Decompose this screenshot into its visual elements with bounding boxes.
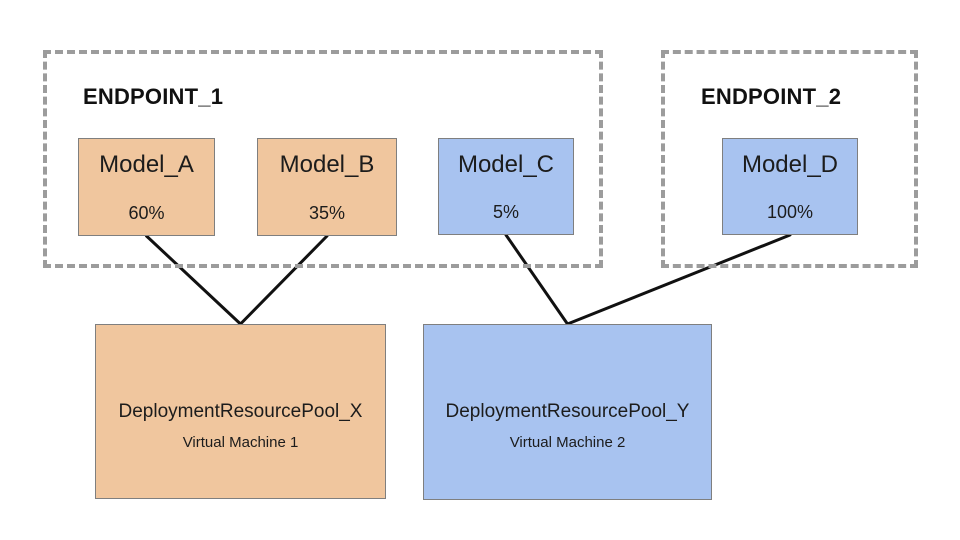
model-a-label: Model_A [99,151,194,178]
model-d-node: Model_D 100% [722,138,858,235]
pool-y-label: DeploymentResourcePool_Y [445,401,690,422]
pool-y-machine-label: Virtual Machine 2 [509,434,626,451]
model-b-node: Model_B 35% [257,138,397,236]
endpoint-1-label: ENDPOINT_1 [83,84,224,109]
model-a-traffic-split: 60% [128,203,165,223]
model-b-traffic-split: 35% [308,203,346,223]
model-c-label: Model_C [457,151,555,178]
pool-x-machine-label: Virtual Machine 1 [182,434,299,451]
deployment-resource-pool-y-node: DeploymentResourcePool_Y Virtual Machine… [423,324,712,500]
model-b-label: Model_B [279,151,375,178]
model-d-traffic-split: 100% [766,202,814,222]
endpoint-2-group: ENDPOINT_2 [661,50,918,268]
deployment-resource-pool-x-node: DeploymentResourcePool_X Virtual Machine… [95,324,386,499]
model-c-traffic-split: 5% [492,202,519,222]
model-d-label: Model_D [741,151,839,178]
endpoint-2-label: ENDPOINT_2 [701,84,842,109]
model-c-node: Model_C 5% [438,138,574,235]
pool-x-label: DeploymentResourcePool_X [118,401,363,422]
model-a-node: Model_A 60% [78,138,215,236]
endpoint-1-group: ENDPOINT_1 [43,50,603,268]
